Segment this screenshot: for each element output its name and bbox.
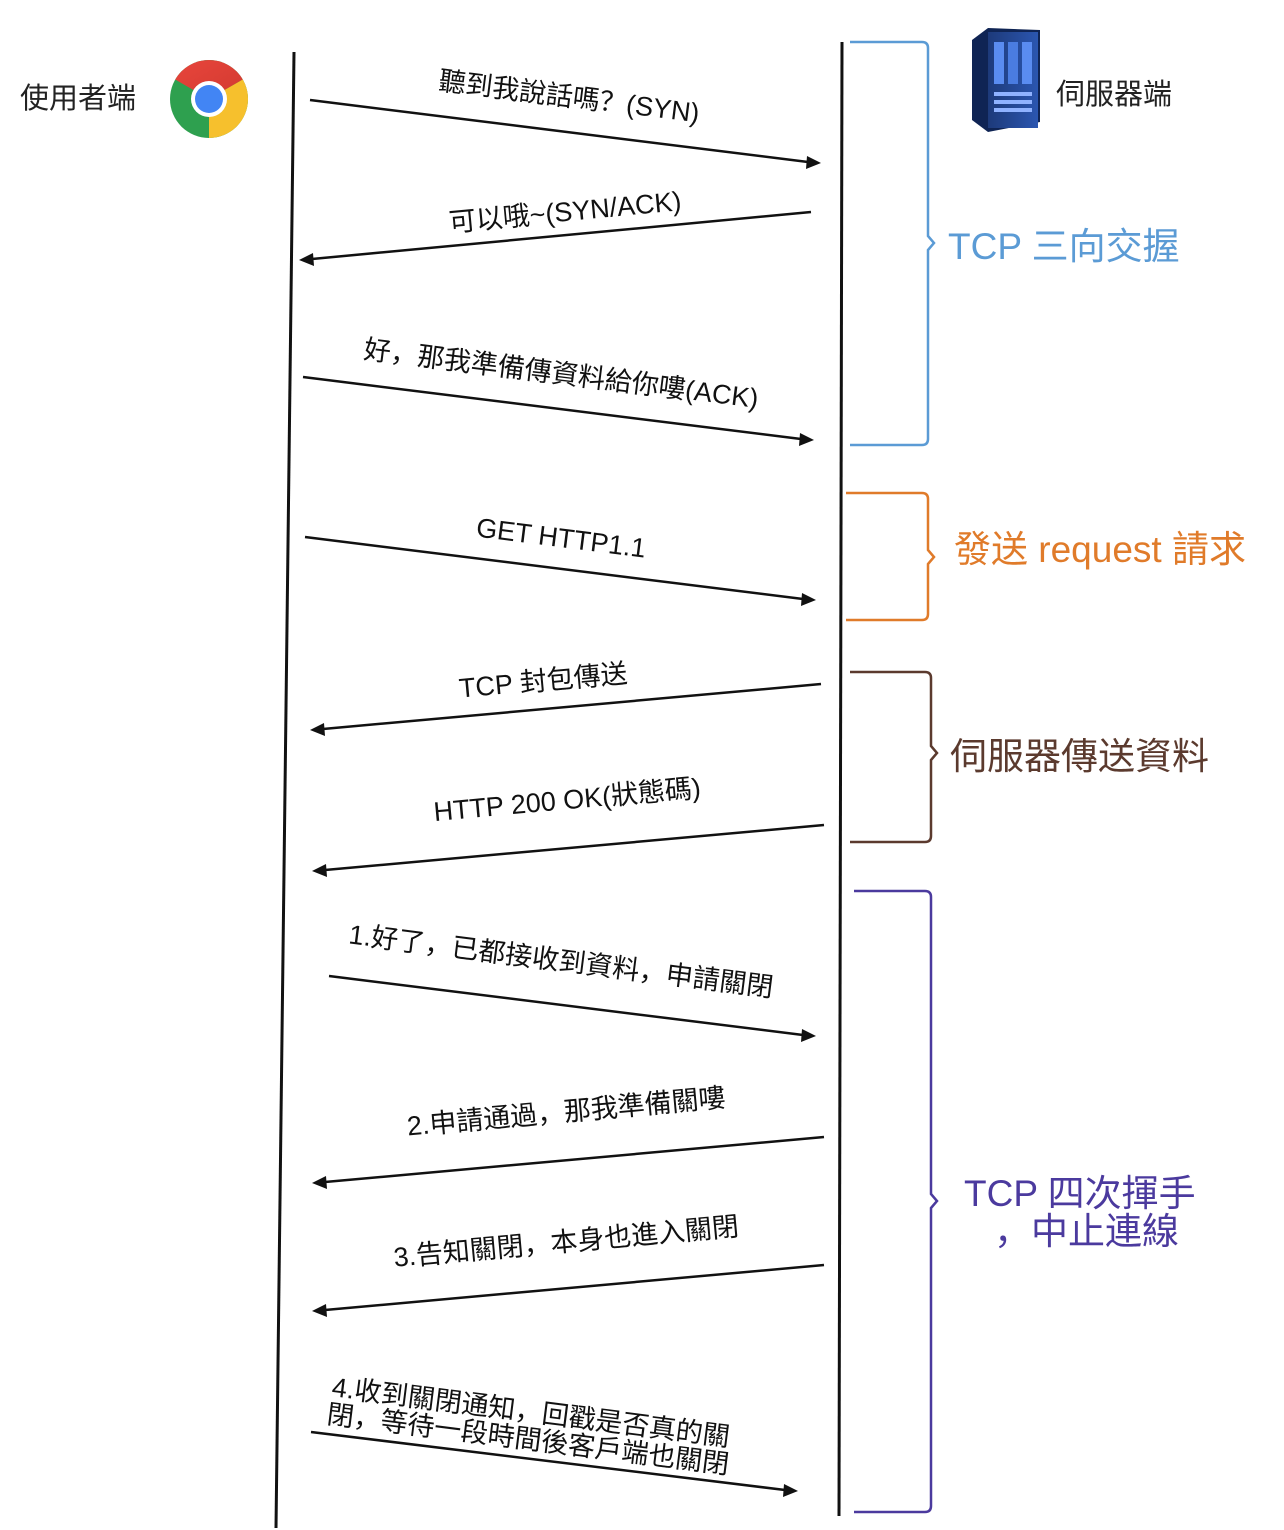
response-bracket xyxy=(850,670,939,844)
group-request: 發送 request 請求 xyxy=(846,491,1246,622)
get-arrowhead xyxy=(801,593,816,606)
syn-ack-arrow xyxy=(311,210,812,261)
fin-3-label: 3.告知關閉，本身也進入關閉 xyxy=(392,1211,740,1272)
fin-2-arrowhead xyxy=(312,1176,327,1189)
fin-3-arrowhead xyxy=(312,1304,327,1317)
syn-ack-arrowhead xyxy=(299,253,314,266)
ack-label: 好，那我準備傳資料給你嘍(ACK) xyxy=(362,334,760,414)
chrome-browser-icon xyxy=(170,59,249,138)
server-lifeline xyxy=(837,41,844,1517)
message-fin-2: 2.申請通過，那我準備關嘍 xyxy=(312,1083,825,1189)
http-200-arrow xyxy=(324,823,825,872)
client-actor: 使用者端 xyxy=(20,59,249,138)
message-fin-1: 1.好了，已都接收到資料，申請關閉 xyxy=(328,919,816,1042)
message-fin-4: 4.收到關閉通知，回戳是否真的關 閉，等待一段時間後客戶端也關閉 xyxy=(310,1372,798,1497)
fin-1-label: 1.好了，已都接收到資料，申請關閉 xyxy=(347,919,775,1002)
server-rack-icon xyxy=(972,28,1040,132)
group-teardown: TCP 四次揮手 ，中止連線 xyxy=(854,889,1196,1514)
fin-2-arrow xyxy=(324,1135,825,1184)
message-syn-ack: 可以哦~(SYN/ACK) xyxy=(299,186,812,266)
group-handshake: TCP 三向交握 xyxy=(850,40,1180,447)
message-syn: 聽到我說話嗎？(SYN) xyxy=(309,66,821,169)
request-bracket xyxy=(846,491,936,622)
get-label: GET HTTP1.1 xyxy=(475,513,648,564)
request-label: 發送 request 請求 xyxy=(954,529,1246,570)
fin-4-arrowhead xyxy=(783,1484,798,1497)
http-200-arrowhead xyxy=(312,864,327,877)
message-http-200: HTTP 200 OK(狀態碼) xyxy=(312,773,825,877)
http-200-label: HTTP 200 OK(狀態碼) xyxy=(432,773,702,827)
tcp-packets-arrow xyxy=(322,682,822,731)
message-ack: 好，那我準備傳資料給你嘍(ACK) xyxy=(302,334,814,446)
fin-4-arrow xyxy=(310,1430,786,1492)
message-fin-3: 3.告知關閉，本身也進入關閉 xyxy=(312,1211,825,1317)
syn-arrow xyxy=(309,98,809,164)
get-arrow xyxy=(304,535,804,601)
fin-3-arrow xyxy=(324,1263,825,1312)
syn-label: 聽到我說話嗎？(SYN) xyxy=(437,66,701,129)
teardown-bracket xyxy=(854,889,939,1514)
handshake-label: TCP 三向交握 xyxy=(948,226,1180,267)
fin-2-label: 2.申請通過，那我準備關嘍 xyxy=(406,1083,727,1142)
ack-arrowhead xyxy=(799,433,814,446)
server-label: 伺服器端 xyxy=(1056,78,1172,111)
syn-arrowhead xyxy=(806,156,821,169)
fin-1-arrowhead xyxy=(801,1029,816,1042)
message-tcp-packets: TCP 封包傳送 xyxy=(310,658,822,736)
client-label: 使用者端 xyxy=(20,82,136,115)
client-lifeline xyxy=(274,51,296,1529)
syn-ack-label: 可以哦~(SYN/ACK) xyxy=(448,186,683,238)
teardown-label-line-1: TCP 四次揮手 xyxy=(964,1173,1196,1214)
response-label: 伺服器傳送資料 xyxy=(950,736,1209,777)
ack-arrow xyxy=(302,375,802,441)
message-get: GET HTTP1.1 xyxy=(304,513,816,606)
tcp-packets-arrowhead xyxy=(310,723,325,736)
server-actor: 伺服器端 xyxy=(972,28,1172,132)
tcp-packets-label: TCP 封包傳送 xyxy=(458,658,629,703)
teardown-label-line-2: ，中止連線 xyxy=(994,1211,1179,1252)
handshake-bracket xyxy=(850,40,936,447)
fin-1-arrow xyxy=(328,974,804,1037)
group-response: 伺服器傳送資料 xyxy=(850,670,1209,844)
